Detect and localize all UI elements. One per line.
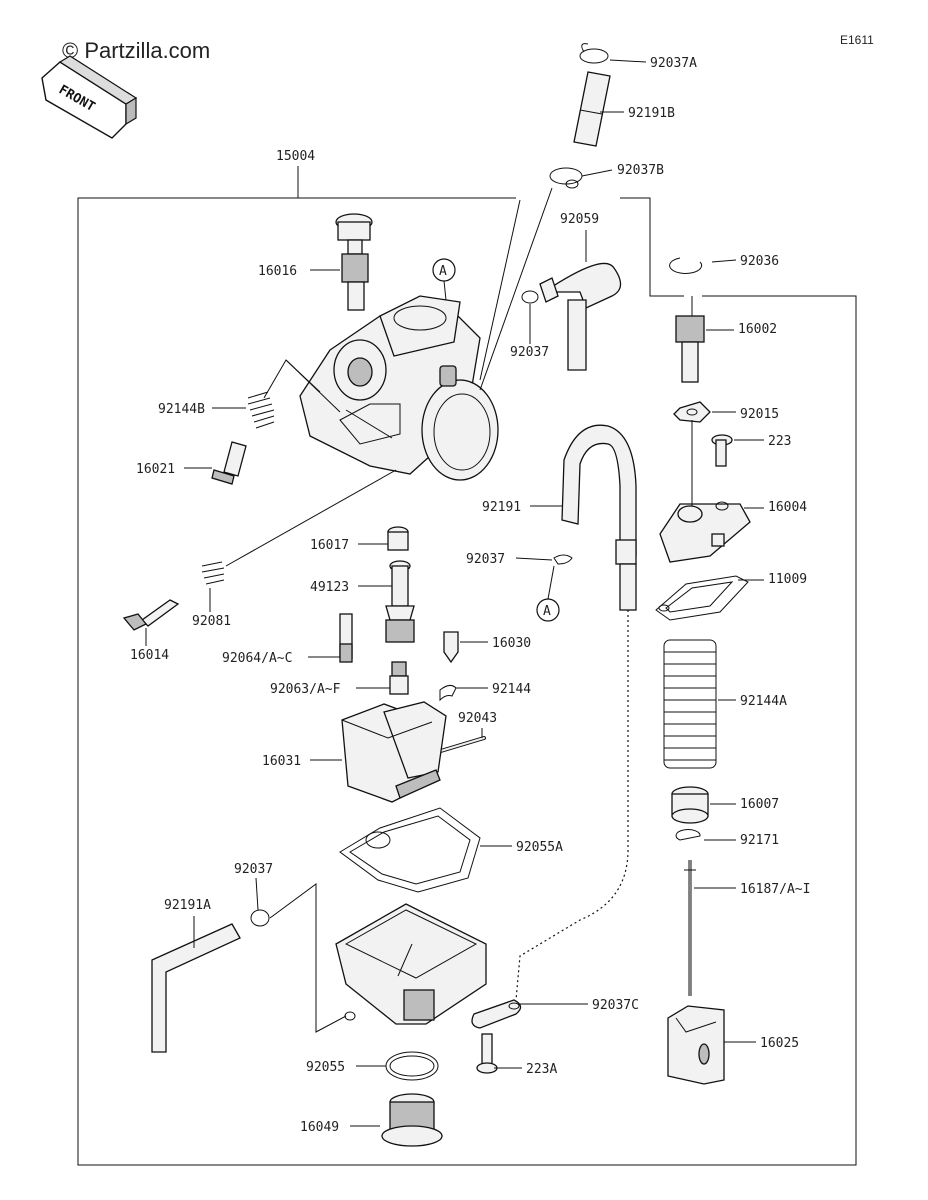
part-label-p-92037-top[interactable]: 92037 (510, 345, 549, 360)
part-label-p-16187[interactable]: 16187/A~I (740, 882, 810, 897)
part-label-p-92144b[interactable]: 92144B (158, 402, 205, 417)
clamp-92037-low-icon (250, 909, 270, 927)
leader-line-p-92036 (711, 259, 737, 263)
nut-92015-icon (673, 401, 711, 423)
front-arrow-icon: FRONT (41, 55, 138, 139)
part-label-p-92055a[interactable]: 92055A (516, 840, 563, 855)
part-label-p-92037c[interactable]: 92037C (592, 998, 639, 1013)
hose-92191a-icon (151, 923, 241, 1053)
part-label-p-92191b[interactable]: 92191B (628, 106, 675, 121)
assembly-frame (77, 166, 857, 1166)
cap-16004-icon (659, 501, 751, 563)
callout-a-mid: A (536, 565, 560, 622)
part-label-p-16014[interactable]: 16014 (130, 648, 169, 663)
gasket-11009-icon (655, 575, 749, 621)
part-label-p-16004[interactable]: 16004 (768, 500, 807, 515)
cable-adjuster-16002-icon (675, 315, 705, 383)
part-label-p-16021[interactable]: 16021 (136, 462, 175, 477)
clamp-92037b-icon (549, 167, 583, 189)
screw-223-icon (711, 434, 733, 467)
part-label-p-16030[interactable]: 16030 (492, 636, 531, 651)
float-valve-16030-icon (443, 631, 459, 664)
float-16031-icon (341, 701, 447, 803)
clip-92144-icon (439, 684, 457, 702)
part-label-p-92037-low[interactable]: 92037 (234, 862, 273, 877)
svg-text:A: A (439, 264, 447, 279)
throttle-valve-16025-icon (667, 1005, 725, 1085)
leader-line-p-92037b (581, 169, 613, 177)
clamp-92037-top-icon (521, 290, 539, 304)
bracket-92037c-icon (471, 999, 522, 1029)
carburetor-body-icon (299, 295, 499, 481)
part-label-p-92037-mid[interactable]: 92037 (466, 552, 505, 567)
clip-92171-icon (675, 829, 701, 841)
watermark: © Partzilla.com (62, 38, 210, 63)
part-label-p-92171[interactable]: 92171 (740, 833, 779, 848)
gasket-92055a-icon (339, 807, 481, 893)
hose-92191b-icon (573, 71, 611, 147)
part-label-p-92191a[interactable]: 92191A (164, 898, 211, 913)
part-label-p-92144a[interactable]: 92144A (740, 694, 787, 709)
part-label-p-92037b[interactable]: 92037B (617, 163, 664, 178)
part-label-p-16049[interactable]: 16049 (300, 1120, 339, 1135)
svg-text:A: A (543, 604, 551, 619)
assembly-label: 15004 (276, 149, 315, 164)
screw-223a-icon (476, 1033, 498, 1074)
hose-92191-icon (561, 424, 637, 611)
main-jet-92063-icon (389, 661, 409, 695)
spring-92081-icon (201, 561, 225, 585)
circlip-92036-icon (669, 257, 703, 274)
part-label-p-92037a[interactable]: 92037A (650, 56, 697, 71)
part-label-p-16007[interactable]: 16007 (740, 797, 779, 812)
spring-92144a-icon (663, 639, 717, 769)
callout-a-top: A (432, 258, 456, 301)
part-label-p-16016[interactable]: 16016 (258, 264, 297, 279)
part-label-p-92059[interactable]: 92059 (560, 212, 599, 227)
pilot-jet-92064-icon (339, 613, 353, 663)
oring-92055-icon (385, 1051, 439, 1081)
clamp-92037-mid-icon (553, 554, 573, 565)
part-label-p-16017[interactable]: 16017 (310, 538, 349, 553)
part-label-p-92055[interactable]: 92055 (306, 1060, 345, 1075)
diagram-code: E1611 (840, 33, 874, 47)
screw-16021-icon (211, 441, 247, 485)
part-label-p-92043[interactable]: 92043 (458, 711, 497, 726)
part-label-p-223[interactable]: 223 (768, 434, 791, 449)
part-labels: 92037A92191B92037B9205992036160169203716… (130, 56, 810, 1135)
leader-line-p-92037-low (255, 877, 259, 911)
part-label-p-49123[interactable]: 49123 (310, 580, 349, 595)
needle-jet-49123-icon (385, 560, 415, 643)
spring-92144b-icon (247, 391, 275, 429)
float-bowl-icon (335, 903, 487, 1025)
part-label-p-92063[interactable]: 92063/A~F (270, 682, 341, 697)
throttle-adjuster-16016-icon (335, 213, 373, 311)
hose-92059-icon (539, 262, 622, 371)
needle-16187-icon (684, 860, 696, 996)
part-label-p-11009[interactable]: 11009 (768, 572, 807, 587)
plug-16049-icon (381, 1093, 443, 1147)
part-label-p-92015[interactable]: 92015 (740, 407, 779, 422)
holder-16007-icon (671, 786, 709, 824)
part-label-p-16002[interactable]: 16002 (738, 322, 777, 337)
jet-16017-icon (387, 526, 409, 551)
part-label-p-92036[interactable]: 92036 (740, 254, 779, 269)
clamp-92037a-icon (579, 43, 609, 64)
leader-line-p-92037a (609, 59, 647, 63)
leader-line-p-92037-mid (515, 557, 553, 561)
part-label-p-16025[interactable]: 16025 (760, 1036, 799, 1051)
part-label-p-92191[interactable]: 92191 (482, 500, 521, 515)
screw-16014-icon (122, 599, 180, 631)
part-label-p-16031[interactable]: 16031 (262, 754, 301, 769)
part-label-p-92081[interactable]: 92081 (192, 614, 231, 629)
part-label-p-92144[interactable]: 92144 (492, 682, 531, 697)
part-label-p-92064[interactable]: 92064/A~C (222, 651, 292, 666)
part-label-p-223a[interactable]: 223A (526, 1062, 557, 1077)
